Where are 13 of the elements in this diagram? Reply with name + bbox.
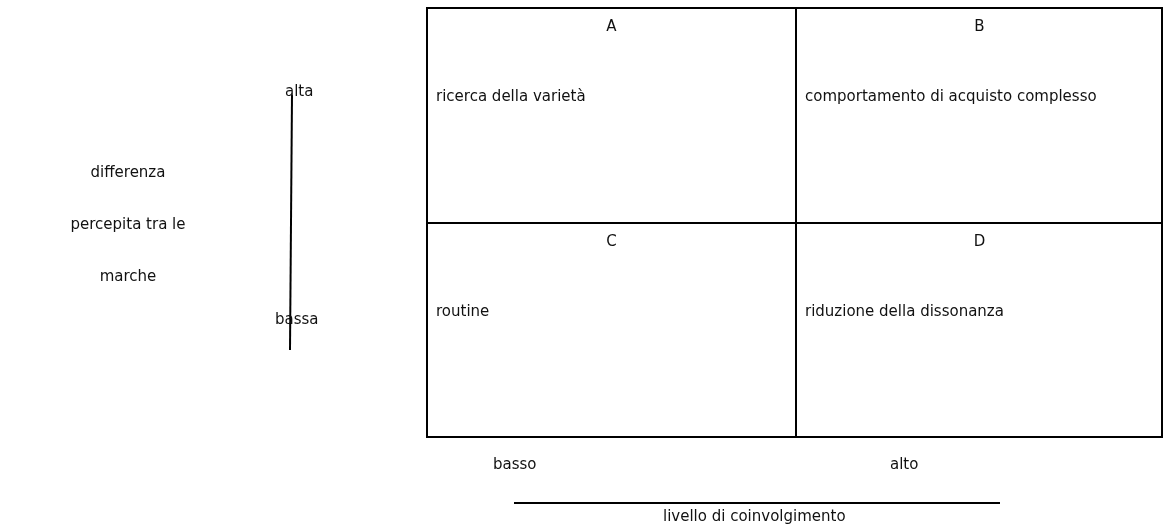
quadrant-text: riduzione della dissonanza [805, 301, 1005, 322]
quadrant-letter: D [972, 232, 987, 250]
quadrant-letter: B [973, 17, 986, 35]
quadrant-letter: C [605, 232, 618, 250]
quadrant-text: routine [436, 301, 491, 322]
quadrant-text: ricerca della varietà [436, 86, 587, 107]
quadrant-letter: A [605, 17, 618, 35]
axis-title: livello di coinvolgimento [663, 507, 846, 525]
quadrant-text: comportamento di acquisto complesso [805, 86, 1098, 107]
axis-label: alto [890, 455, 919, 473]
axis-title: differenza percepita tra le marche [69, 162, 187, 287]
axis-label: alta [285, 82, 314, 100]
axis-label: basso [493, 455, 537, 473]
